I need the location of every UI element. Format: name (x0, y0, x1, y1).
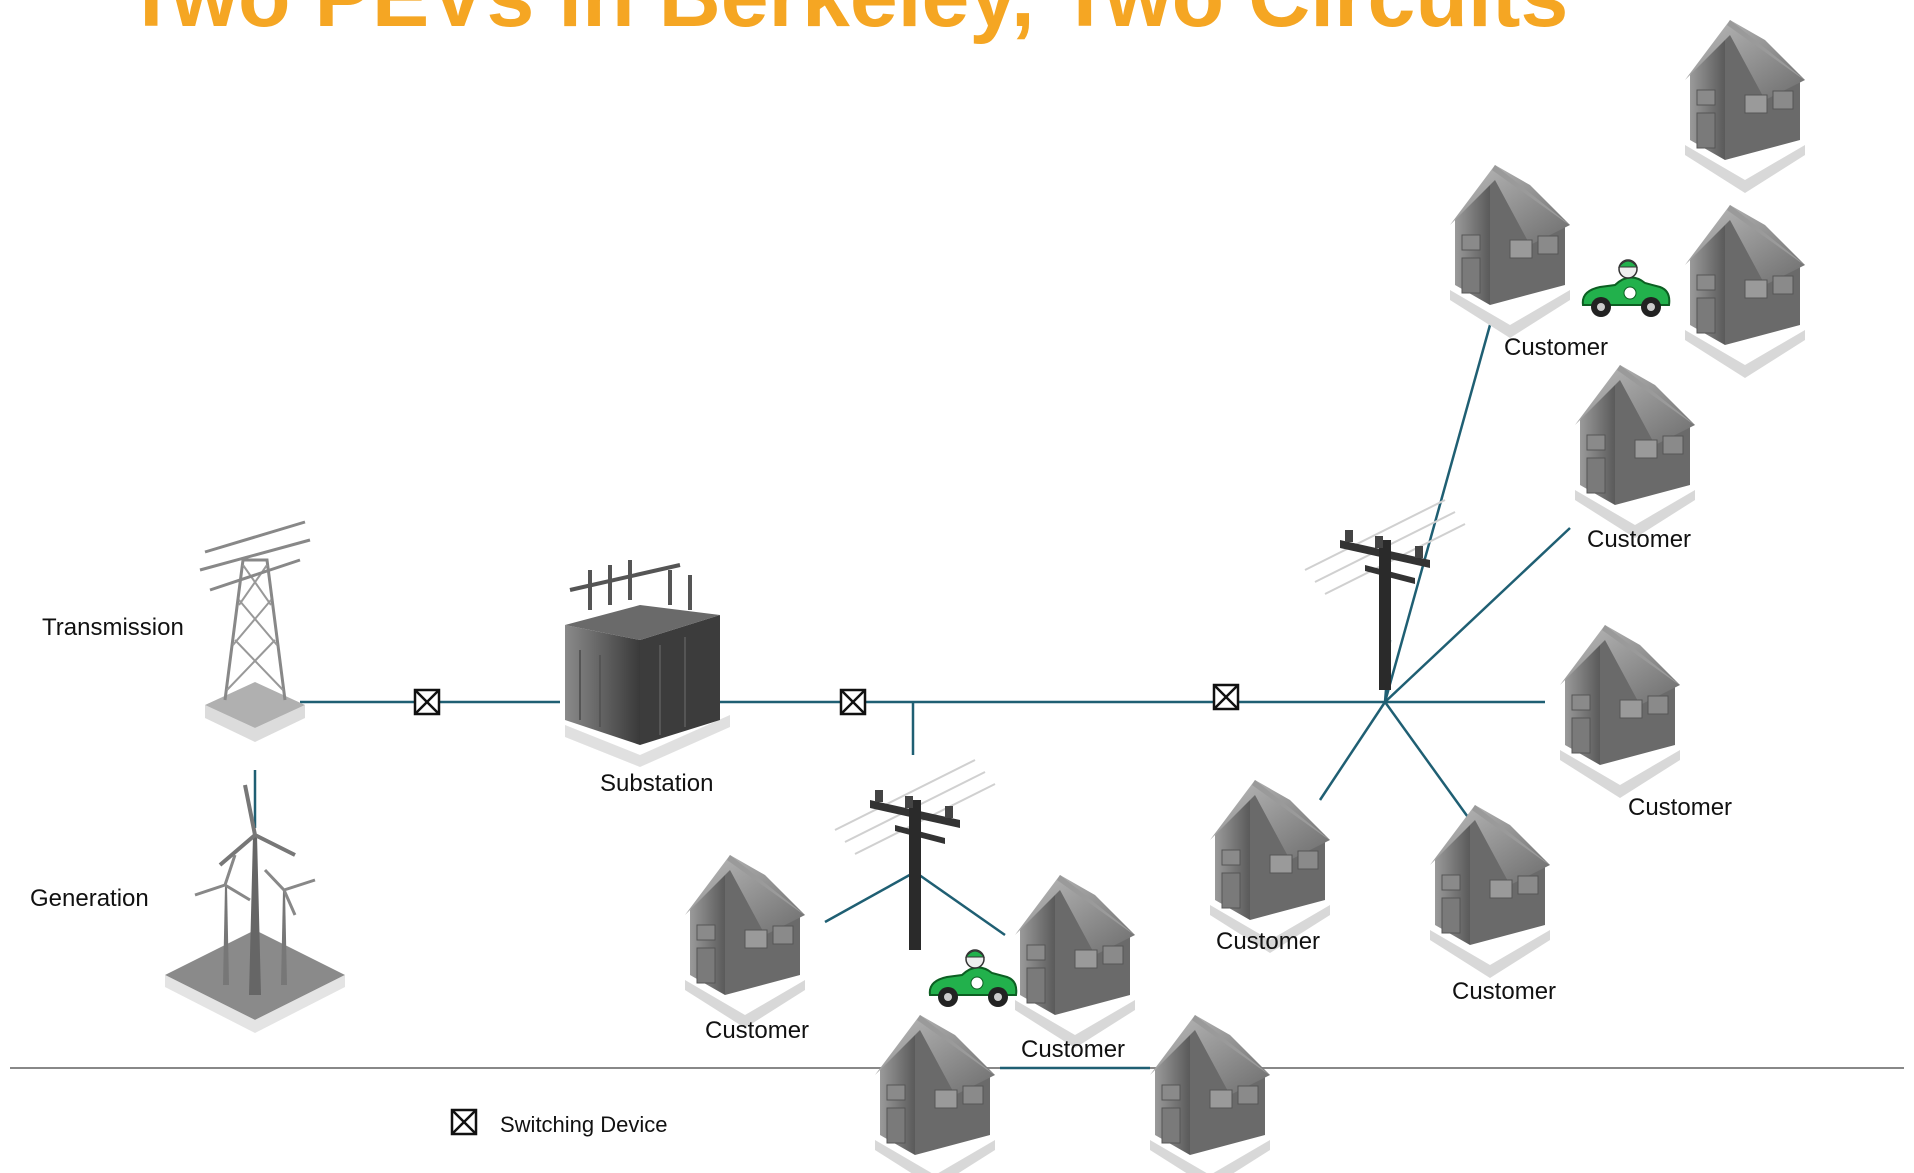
switching-device-icon (839, 688, 867, 716)
switching-device-icon (450, 1108, 478, 1136)
label-customer: Customer (1452, 978, 1557, 1005)
house-icon (874, 1014, 996, 1173)
house-icon (1429, 804, 1551, 979)
transmission-tower-icon (199, 520, 311, 742)
house-icon (1559, 624, 1681, 799)
house-icon (1684, 19, 1806, 194)
switching-device-icon (1212, 683, 1240, 711)
house-icon (1684, 204, 1806, 379)
wind-turbine-icon (165, 784, 345, 1033)
utility-pole-icon (834, 759, 996, 951)
label-customer: Customer (1628, 794, 1733, 821)
page-title: Two PEVs in Berkeley, Two Circuits (125, 0, 1568, 47)
electric-car-icon (1581, 259, 1671, 318)
label-substation: Substation (600, 770, 714, 797)
label-transmission: Transmission (42, 614, 184, 641)
label-customer: Customer (1021, 1036, 1126, 1063)
house-icon (1449, 164, 1571, 339)
label-customer: Customer (1216, 928, 1321, 955)
legend-switching-device: Switching Device (500, 1112, 668, 1137)
house-icon (684, 854, 806, 1029)
label-customer: Customer (1587, 526, 1692, 553)
house-icon (1574, 364, 1696, 539)
label-customer: Customer (705, 1017, 810, 1044)
label-generation: Generation (30, 885, 149, 912)
label-customer: Customer (1504, 334, 1609, 361)
electric-car-icon (928, 949, 1018, 1008)
feeder-lines (253, 324, 1571, 1070)
substation-icon (565, 560, 730, 767)
utility-pole-icon (1304, 499, 1466, 691)
house-icon (1014, 874, 1136, 1049)
house-icon (1149, 1014, 1271, 1173)
switching-device-icon (413, 688, 441, 716)
